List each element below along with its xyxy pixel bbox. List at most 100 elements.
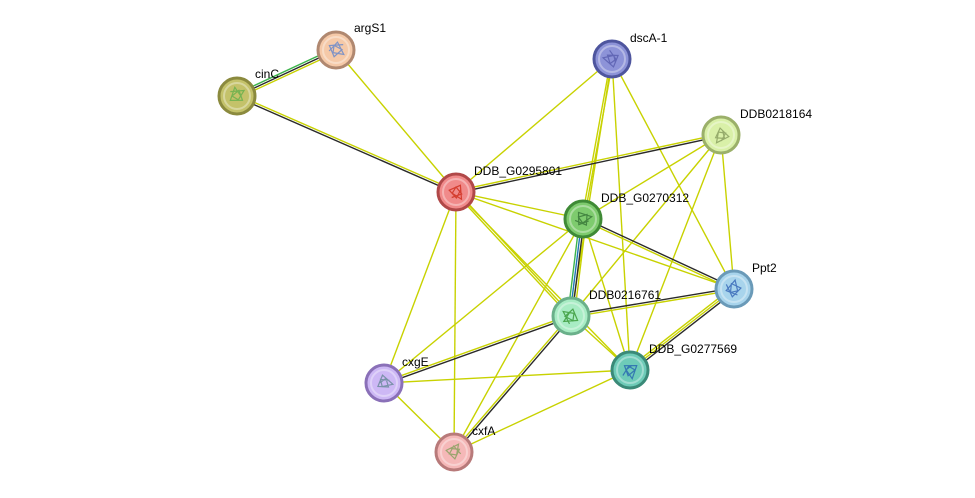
edge-line <box>628 286 734 369</box>
node-circle[interactable] <box>217 76 257 116</box>
edge-line <box>456 135 722 194</box>
edge-cinC-DDB_G0295801 <box>236 94 457 194</box>
node-DDB_G0295801[interactable] <box>436 172 476 212</box>
node-circle[interactable] <box>610 350 650 390</box>
node-label-cxgE: cxgE <box>402 355 429 369</box>
edge-line <box>611 58 735 290</box>
edge-line <box>452 314 571 452</box>
edge-DDB_G0295801-DDB_G0270312 <box>455 191 584 220</box>
edge-DDB_G0277569-cxfA <box>453 369 631 453</box>
protein-structure-icon <box>229 85 246 102</box>
node-sheen <box>370 369 398 397</box>
node-DDB0218164[interactable] <box>701 115 741 155</box>
node-dscA-1[interactable] <box>592 39 632 79</box>
edge-DDB_G0295801-Ppt2 <box>455 191 735 290</box>
edge-DDB_G0295801-DDB_G0277569 <box>455 191 631 371</box>
edge-DDB0216761-cxgE <box>383 314 572 385</box>
node-circle[interactable] <box>701 115 741 155</box>
node-cinC[interactable] <box>217 76 257 116</box>
node-circle[interactable] <box>563 199 603 239</box>
protein-structure-icon <box>714 127 730 144</box>
edge-line <box>455 191 584 220</box>
edge-line <box>453 191 457 453</box>
edge-line <box>453 369 631 453</box>
network-labels: argS1cinCdscA-1DDB0218164DDB_G0295801DDB… <box>255 21 812 438</box>
edge-line <box>237 94 457 192</box>
node-sheen <box>440 438 468 466</box>
node-circle[interactable] <box>592 39 632 79</box>
edge-line <box>455 191 631 371</box>
node-sheen <box>720 275 748 303</box>
edge-dscA-1-Ppt2 <box>611 58 735 290</box>
edge-line <box>384 316 572 385</box>
edge-dscA-1-DDB_G0295801 <box>455 58 613 193</box>
node-label-argS1: argS1 <box>354 21 386 35</box>
edge-line <box>570 287 734 316</box>
node-label-DDB0218164: DDB0218164 <box>740 107 812 121</box>
edge-DDB_G0295801-cxfA <box>453 191 457 453</box>
edge-dscA-1-DDB_G0277569 <box>611 58 631 371</box>
node-circle[interactable] <box>364 363 404 403</box>
network-edges <box>235 47 736 454</box>
edge-line <box>629 288 735 371</box>
network-nodes <box>217 30 754 472</box>
node-sheen <box>223 82 251 110</box>
node-cxfA[interactable] <box>434 432 474 472</box>
node-circle[interactable] <box>436 172 476 212</box>
edge-DDB_G0270312-cxgE <box>383 218 584 384</box>
node-sheen <box>442 178 470 206</box>
protein-structure-icon <box>622 364 638 381</box>
node-circle[interactable] <box>714 269 754 309</box>
edge-line <box>720 134 735 290</box>
edge-line <box>582 134 722 220</box>
edge-line <box>383 191 457 384</box>
edge-line <box>630 290 736 373</box>
node-DDB_G0270312[interactable] <box>563 199 603 239</box>
node-DDB_G0277569[interactable] <box>610 350 650 390</box>
edge-DDB_G0295801-cxgE <box>383 191 457 384</box>
protein-structure-icon <box>601 49 619 68</box>
edge-line <box>583 217 735 289</box>
edge-argS1-DDB_G0295801 <box>335 49 457 193</box>
edge-line <box>383 314 571 383</box>
node-label-DDB_G0295801: DDB_G0295801 <box>474 164 562 178</box>
edge-line <box>455 191 735 290</box>
node-label-DDB0216761: DDB0216761 <box>589 288 661 302</box>
node-sheen <box>707 121 735 149</box>
node-circle[interactable] <box>434 432 474 472</box>
edge-line <box>570 134 722 317</box>
edge-DDB_G0270312-DDB_G0277569 <box>582 218 631 371</box>
edge-DDB_G0295801-DDB0216761 <box>454 190 573 318</box>
node-sheen <box>598 45 626 73</box>
edge-DDB0216761-cxfA <box>452 314 573 454</box>
node-label-Ppt2: Ppt2 <box>752 261 777 275</box>
protein-structure-icon <box>328 41 345 58</box>
node-DDB0216761[interactable] <box>551 296 591 336</box>
protein-structure-icon <box>448 184 463 201</box>
edge-DDB0216761-Ppt2 <box>570 287 735 318</box>
protein-structure-icon <box>562 308 579 325</box>
node-circle[interactable] <box>551 296 591 336</box>
node-Ppt2[interactable] <box>714 269 754 309</box>
node-sheen <box>557 302 585 330</box>
node-cxgE[interactable] <box>364 363 404 403</box>
node-label-dscA-1: dscA-1 <box>630 31 668 45</box>
edge-line <box>611 58 631 371</box>
edge-Ppt2-DDB_G0277569 <box>628 286 736 373</box>
edge-DDB0218164-DDB0216761 <box>570 134 722 317</box>
edge-line <box>383 369 631 384</box>
edge-DDB0218164-DDB_G0295801 <box>455 133 722 194</box>
edge-line <box>582 219 734 291</box>
edge-line <box>454 192 571 318</box>
edge-line <box>582 218 631 371</box>
node-circle[interactable] <box>316 30 356 70</box>
protein-structure-icon <box>445 443 462 460</box>
edge-line <box>454 316 573 454</box>
protein-structure-icon <box>725 278 742 298</box>
edge-line <box>335 49 457 193</box>
edge-line <box>629 134 722 371</box>
node-sheen <box>616 356 644 384</box>
node-argS1[interactable] <box>316 30 356 70</box>
node-label-DDB_G0270312: DDB_G0270312 <box>601 191 689 205</box>
